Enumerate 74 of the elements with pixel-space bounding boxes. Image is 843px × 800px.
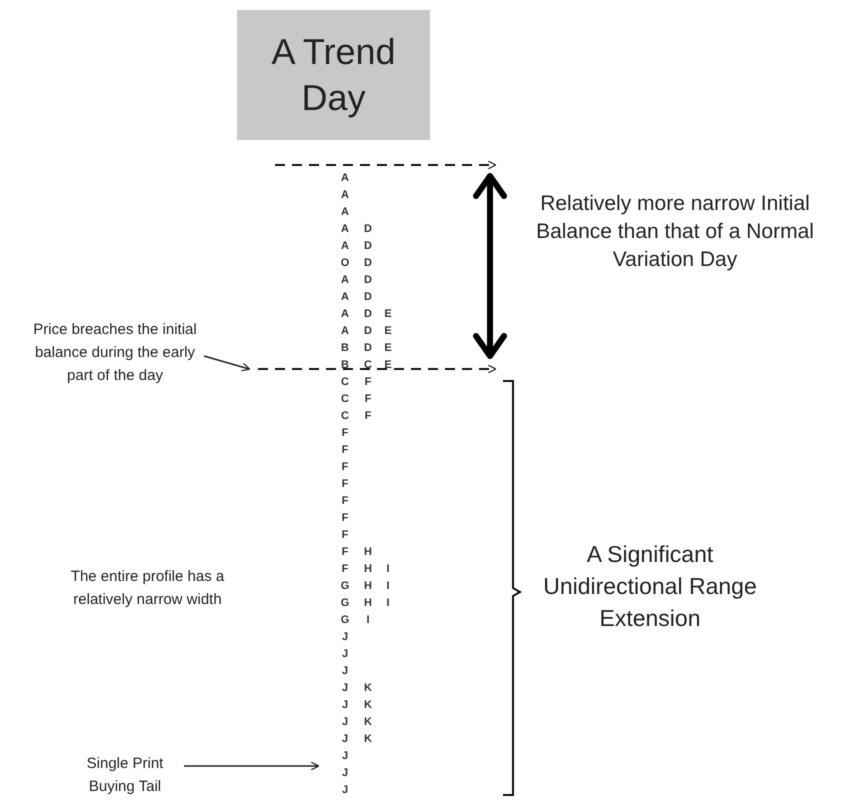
tpo-letter: E bbox=[383, 325, 393, 337]
tpo-letter: A bbox=[340, 308, 350, 320]
tpo-letter: A bbox=[340, 223, 350, 235]
tpo-letter: H bbox=[363, 580, 373, 592]
tpo-letter: C bbox=[340, 410, 350, 422]
tpo-letter: C bbox=[340, 393, 350, 405]
tpo-letter: O bbox=[340, 257, 350, 269]
tpo-letter: J bbox=[340, 733, 350, 745]
tpo-letter: D bbox=[363, 274, 373, 286]
tpo-letter: G bbox=[340, 614, 350, 626]
tpo-letter: H bbox=[363, 546, 373, 558]
tpo-letter: J bbox=[340, 665, 350, 677]
tpo-letter: D bbox=[363, 291, 373, 303]
tpo-letter: A bbox=[340, 274, 350, 286]
title-box bbox=[237, 10, 430, 140]
arrow bbox=[184, 761, 320, 771]
tpo-letter: J bbox=[340, 767, 350, 779]
tpo-letter: F bbox=[340, 495, 350, 507]
tpo-letter: I bbox=[365, 614, 371, 626]
tpo-letter: F bbox=[340, 529, 350, 541]
tpo-letter: J bbox=[340, 631, 350, 643]
note: A Significant Unidirectional Range Extension bbox=[542, 540, 758, 633]
tpo-letter: A bbox=[340, 325, 350, 337]
tpo-letter: I bbox=[385, 597, 391, 609]
tpo-letter: J bbox=[340, 784, 350, 796]
tpo-letter: H bbox=[363, 597, 373, 609]
tpo-letter: E bbox=[383, 342, 393, 354]
tpo-letter: C bbox=[363, 359, 373, 371]
tpo-letter: F bbox=[340, 546, 350, 558]
tpo-letter: F bbox=[340, 512, 350, 524]
tpo-letter: A bbox=[340, 291, 350, 303]
tpo-letter: G bbox=[340, 580, 350, 592]
tpo-letter: K bbox=[363, 716, 373, 728]
tpo-letter: K bbox=[363, 733, 373, 745]
title: A Trend Day bbox=[270, 30, 397, 120]
tpo-letter: J bbox=[340, 682, 350, 694]
tpo-letter: F bbox=[364, 376, 372, 388]
tpo-letter: K bbox=[363, 682, 373, 694]
tpo-letter: A bbox=[340, 172, 350, 184]
note: Relatively more narrow Initial Balance than that of a Normal Variation Day bbox=[535, 191, 815, 273]
tpo-letter: D bbox=[363, 325, 373, 337]
tpo-letter: D bbox=[363, 257, 373, 269]
tpo-letter: F bbox=[340, 478, 350, 490]
tpo-letter: D bbox=[363, 308, 373, 320]
tpo-letter: F bbox=[340, 427, 350, 439]
tpo-letter: K bbox=[363, 699, 373, 711]
annotation-text: Single Print Buying Tail bbox=[86, 754, 164, 797]
tpo-letter: J bbox=[340, 750, 350, 762]
tpo-letter: J bbox=[340, 648, 350, 660]
tpo-letter: H bbox=[363, 563, 373, 575]
tpo-letter: A bbox=[340, 189, 350, 201]
tpo-letter: F bbox=[340, 461, 350, 473]
tpo-letter: I bbox=[385, 563, 391, 575]
tpo-letter: D bbox=[363, 240, 373, 252]
tpo-letter: D bbox=[363, 342, 373, 354]
tpo-letter: A bbox=[340, 240, 350, 252]
tpo-letter: F bbox=[364, 410, 372, 422]
tpo-letter: J bbox=[340, 699, 350, 711]
tpo-letter: E bbox=[383, 359, 393, 371]
tpo-letter: I bbox=[385, 580, 391, 592]
tpo-letter: D bbox=[363, 223, 373, 235]
tpo-letter: B bbox=[340, 342, 350, 354]
tpo-letter: B bbox=[340, 359, 350, 371]
tpo-letter: F bbox=[340, 563, 350, 575]
tpo-letter: F bbox=[340, 444, 350, 456]
tpo-letter: F bbox=[364, 393, 372, 405]
tpo-letter: J bbox=[340, 716, 350, 728]
arrow bbox=[204, 355, 250, 372]
tpo-letter: A bbox=[340, 206, 350, 218]
tpo-letter: G bbox=[340, 597, 350, 609]
note: The entire profile has a relatively narrow width bbox=[70, 567, 226, 610]
tpo-letter: E bbox=[383, 308, 393, 320]
tpo-letter: C bbox=[340, 376, 350, 388]
annotation-text: Price breaches the initial balance during the early part of the day bbox=[32, 320, 198, 386]
